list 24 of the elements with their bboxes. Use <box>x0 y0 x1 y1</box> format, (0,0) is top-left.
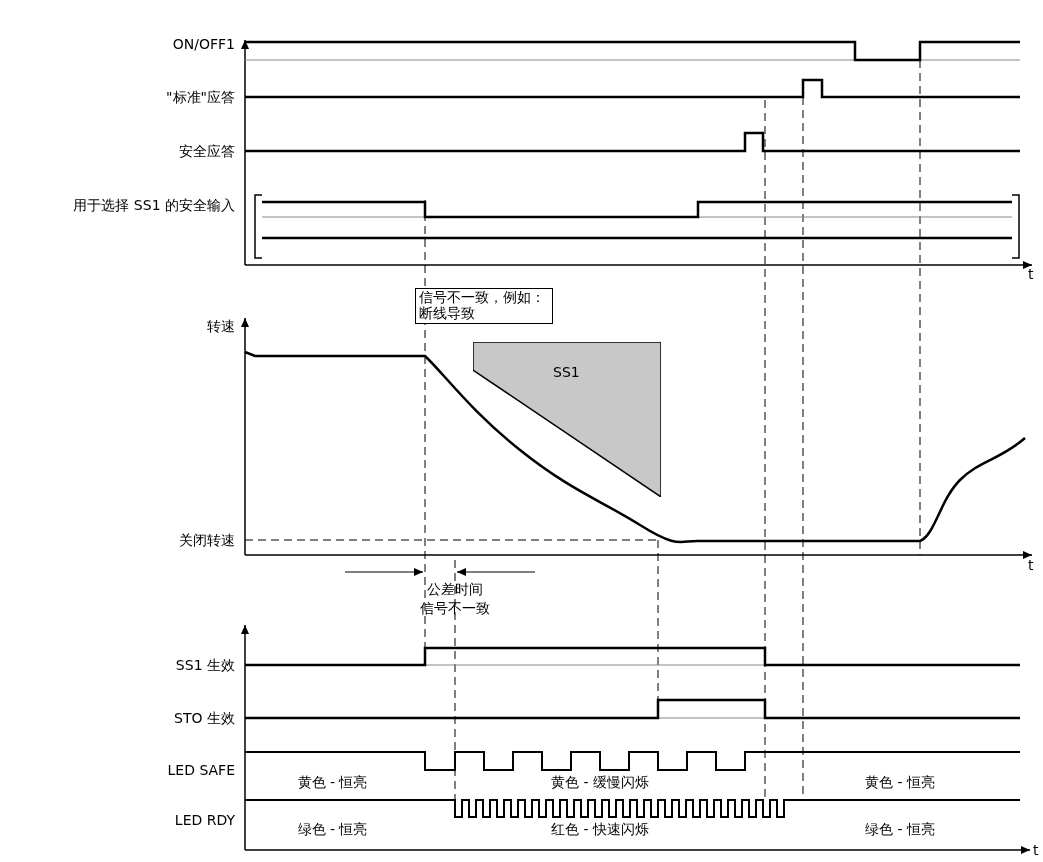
state-label: 绿色 - 恒亮 <box>864 821 936 838</box>
signal-name: 安全应答 <box>178 143 235 160</box>
signal-name: STO 生效 <box>173 710 235 727</box>
state-label: 黄色 - 缓慢闪烁 <box>550 774 650 791</box>
signal-name: LED RDY <box>173 812 235 829</box>
signal-name: "标准"应答 <box>165 89 235 106</box>
callout-text: 信号不一致，例如：断线导致 <box>419 289 546 321</box>
signal-name: LED SAFE <box>166 762 235 779</box>
axis-label: t <box>1028 557 1035 574</box>
state-label: 黄色 - 恒亮 <box>296 774 369 791</box>
dimension-label: 信号不一致 <box>419 600 491 617</box>
signal-name: 用于选择 SS1 的安全输入 <box>72 196 235 215</box>
state-label: 绿色 - 恒亮 <box>296 821 369 838</box>
axis-label: 转速 <box>206 318 235 335</box>
axis-label: t <box>1033 842 1040 859</box>
level-label: 关闭转速 <box>178 532 235 549</box>
state-label: 黄色 - 恒亮 <box>864 774 936 791</box>
area-label: SS1 <box>553 364 580 380</box>
callout-box <box>415 288 553 324</box>
dimension-label: 公差时间 <box>426 581 484 598</box>
state-label: 红色 - 快速闪烁 <box>550 821 650 838</box>
signal-name: SS1 生效 <box>174 657 235 674</box>
signal-name: ON/OFF1 <box>171 36 235 53</box>
axis-label: t <box>1028 266 1035 283</box>
